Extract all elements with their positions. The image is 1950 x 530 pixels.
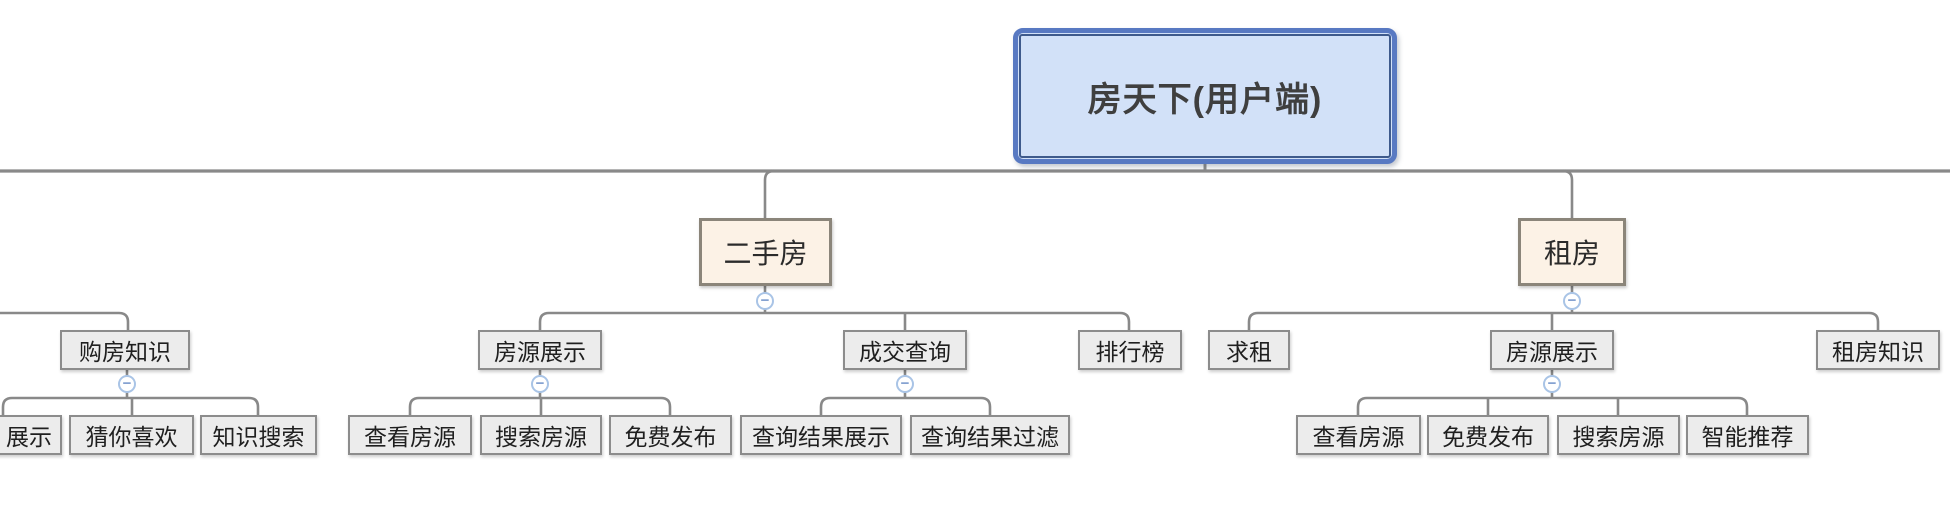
connector-drop-zufang [1562,169,1574,218]
topic-chakanfangyuan-esf[interactable]: 查看房源 [348,415,472,455]
topic-paihangbang[interactable]: 排行榜 [1078,330,1182,370]
topic-mianfeifabu-esf[interactable]: 免费发布 [609,415,732,455]
collapse-icon-chengjiaochaxun[interactable]: − [896,375,914,393]
topic-label: 猜你喜欢 [85,424,178,450]
topic-zhinengtuijian[interactable]: 智能推荐 [1686,415,1809,455]
topic-jieguo-zhanshi[interactable]: 查询结果展示 [740,415,902,455]
topic-zhanshi-clipped[interactable]: 展示 [0,415,62,455]
root-topic-label: 房天下(用户端) [1087,80,1323,119]
branch-ershoufang[interactable]: 二手房 [699,218,832,286]
connector-ershoufang-bus [538,311,1131,330]
connector-goufangzhishi-bus [1,396,260,415]
topic-label: 查看房源 [1312,424,1405,450]
connector-drop-ershoufang [763,169,775,218]
topic-label: 免费发布 [1442,424,1534,450]
topic-chengjiaochaxun[interactable]: 成交查询 [843,330,967,370]
topic-label: 搜索房源 [1572,424,1665,450]
topic-label: 查询结果展示 [752,424,890,450]
collapse-icon-zufang[interactable]: − [1563,292,1581,310]
topic-label: 求租 [1226,339,1272,365]
topic-goufangzhishi[interactable]: 购房知识 [60,330,190,370]
topic-cainixihuan[interactable]: 猜你喜欢 [69,415,194,455]
connector-fangyuanzhanshi-zf-bus [1356,396,1749,415]
collapse-icon-goufangzhishi[interactable]: − [118,375,136,393]
branch-label: 二手房 [723,238,808,269]
topic-zufangzhishi[interactable]: 租房知识 [1816,330,1940,370]
topic-label: 房源展示 [494,339,586,365]
topic-zhishisousuo[interactable]: 知识搜索 [200,415,317,455]
topic-mianfeifabu-zf[interactable]: 免费发布 [1427,415,1549,455]
topic-sousuofangyuan-zf[interactable]: 搜索房源 [1557,415,1680,455]
branch-label: 租房 [1543,238,1600,269]
topic-fangyuanzhanshi-zf[interactable]: 房源展示 [1490,330,1614,370]
topic-jieguo-guolv[interactable]: 查询结果过滤 [910,415,1070,455]
topic-label: 排行榜 [1095,339,1165,365]
collapse-icon-ershoufang[interactable]: − [756,292,774,310]
topic-label: 房源展示 [1506,339,1598,365]
topic-label: 免费发布 [624,424,717,450]
topic-label: 成交查询 [859,339,951,365]
connector-chengjiaochaxun-bus [819,396,992,415]
topic-label: 租房知识 [1832,339,1924,365]
topic-label: 智能推荐 [1701,424,1794,450]
collapse-icon-fangyuanzhanshi-zf[interactable]: − [1543,375,1561,393]
branch-zufang[interactable]: 租房 [1518,218,1626,286]
topic-label: 购房知识 [79,339,171,365]
root-topic-fangtianxia[interactable]: 房天下(用户端) [1013,28,1397,164]
collapse-icon-fangyuanzhanshi-esf[interactable]: − [531,375,549,393]
topic-chakanfangyuan-zf[interactable]: 查看房源 [1296,415,1421,455]
connector-zufang-bus [1247,311,1880,330]
topic-fangyuanzhanshi-esf[interactable]: 房源展示 [478,330,602,370]
topic-label: 展示 [6,424,52,450]
topic-label: 搜索房源 [495,424,587,450]
connector-left-offscreen-bus [0,311,130,330]
topic-label: 知识搜索 [212,424,305,450]
topic-qiuzu[interactable]: 求租 [1208,330,1290,370]
topic-label: 查看房源 [364,424,456,450]
topic-sousuofangyuan-esf[interactable]: 搜索房源 [480,415,602,455]
topic-label: 查询结果过滤 [921,424,1059,450]
